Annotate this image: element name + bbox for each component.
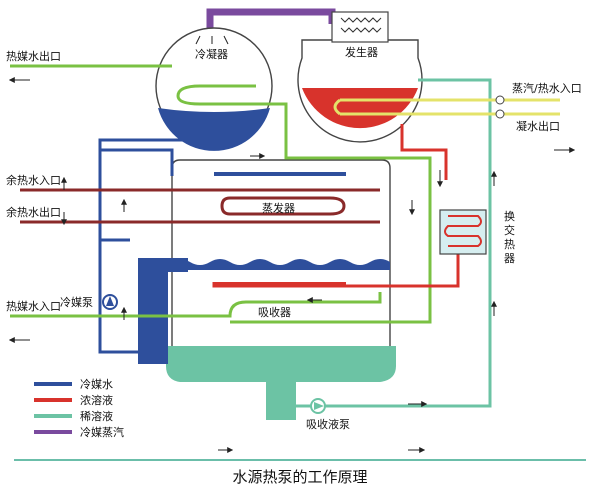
legend-label: 稀溶液	[80, 409, 113, 423]
steam-line	[476, 98, 560, 116]
generator-label: 发生器	[345, 45, 378, 59]
refrigerant-pump-label: 冷媒泵	[60, 296, 93, 309]
absorber-spray-header	[214, 282, 346, 286]
evaporator-coil	[20, 188, 380, 224]
port-waste-heat-out: 余热水出口	[6, 205, 61, 219]
port-waste-heat-in: 余热水入口	[6, 173, 61, 187]
heat-exchanger-label: 换 交 热 器	[504, 209, 519, 265]
heat-medium-line	[10, 64, 432, 324]
legend-label: 冷媒水	[80, 378, 113, 391]
refrigerant-line-condenser	[98, 114, 188, 242]
port-steam-in: 蒸汽/热水入口	[512, 81, 582, 95]
legend-label: 冷媒蒸汽	[80, 425, 124, 439]
condenser: 冷凝器	[155, 27, 273, 151]
evaporator-label: 蒸发器	[262, 201, 295, 215]
absorption-pump: 吸收液泵	[306, 398, 350, 431]
absorber-label: 吸收器	[258, 305, 291, 319]
port-condensate-out: 凝水出口	[516, 119, 560, 133]
port-heat-medium-out: 热媒水出口	[6, 49, 61, 63]
legend-label: 浓溶液	[80, 393, 113, 407]
refrigerant-pump: 冷媒泵	[60, 294, 118, 310]
generator: 发生器	[297, 11, 423, 143]
heat-exchanger: 换 交 热 器	[439, 209, 519, 265]
absorption-pump-label: 吸收液泵	[306, 417, 350, 431]
main-shell	[166, 159, 396, 420]
condenser-label: 冷凝器	[195, 47, 228, 61]
diagram-title: 水源热泵的工作原理	[232, 468, 367, 486]
flow-arrows	[8, 77, 576, 453]
port-heat-medium-in: 热媒水入口	[6, 300, 61, 313]
evaporator-spray-header	[214, 172, 346, 176]
refrigerant-pillar	[138, 258, 168, 364]
refrigerant-line-pump	[98, 240, 138, 354]
